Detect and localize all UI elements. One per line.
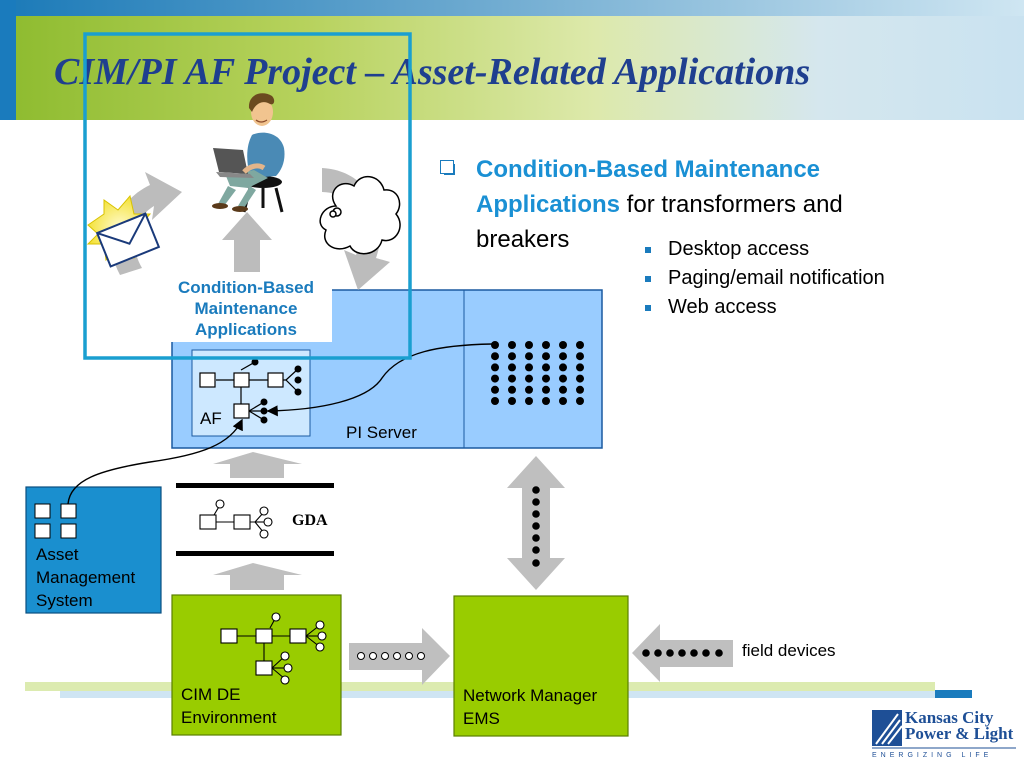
pi-data-point — [559, 341, 567, 349]
asset-mgmt-label-line: Asset — [36, 545, 79, 564]
network-manager-box — [453, 595, 629, 737]
kcpl-logo-mark — [872, 710, 1016, 749]
logo-tagline: ENERGIZING LIFE — [872, 752, 993, 759]
footer-stripe-accent — [935, 690, 972, 698]
pi-data-point — [559, 352, 567, 361]
pi-data-point — [491, 341, 499, 349]
thought-cloud-icon — [319, 176, 401, 255]
cbm-label: Condition-Based Maintenance Applications — [160, 276, 332, 342]
pi-data-point — [508, 341, 516, 349]
bullet-heading: Condition-Based Maintenance Applications… — [476, 152, 946, 257]
pi-data-point — [559, 363, 567, 372]
pi-data-point — [542, 397, 550, 405]
header-band — [0, 0, 1024, 120]
pi-data-points — [491, 341, 584, 405]
double-arrow-pi-nm — [507, 456, 565, 590]
gda-bus-bottom — [176, 551, 334, 556]
asset-to-af-connector — [67, 418, 243, 505]
network-manager-label-line: Network Manager — [463, 686, 598, 705]
person-laptop-icon — [212, 93, 285, 213]
sub-bullet-icon — [645, 247, 651, 253]
af-tree-icon — [199, 361, 299, 421]
header-topline — [0, 0, 1024, 16]
pi-data-point — [508, 385, 516, 394]
gda-label: GDA — [292, 512, 328, 529]
gda-tree-icon — [199, 499, 273, 539]
pi-data-point — [576, 385, 584, 394]
sub-bullet-icon — [645, 276, 651, 282]
bullet-highlight-2: Applications — [476, 191, 621, 218]
left-arrow-field-to-nm — [632, 624, 733, 682]
network-manager-label-line: EMS — [463, 709, 500, 728]
up-arrow-gda-to-pi — [213, 452, 302, 478]
af-dots — [251, 358, 302, 424]
up-arrow-cim-to-gda — [213, 563, 302, 590]
cim-de-label-line: CIM DE — [181, 685, 241, 704]
gda-bus-top — [176, 483, 334, 488]
highlight-frame — [83, 32, 412, 360]
cbm-label-line: Maintenance — [194, 299, 298, 318]
pi-to-af-connector — [266, 343, 493, 417]
bullet-rest-3: breakers — [476, 226, 570, 253]
pi-data-point — [542, 363, 550, 372]
logo-line2: Power & Light — [905, 724, 1014, 743]
pi-data-point — [542, 374, 550, 383]
cim-de-label-line: Environment — [181, 708, 277, 727]
cbm-label-line: Condition-Based — [178, 278, 314, 297]
pi-data-point — [525, 352, 533, 361]
kcpl-logo-text: Kansas City Power & Light — [905, 708, 1014, 743]
pi-data-point — [559, 397, 567, 405]
pi-data-point — [491, 352, 499, 361]
pi-data-point — [576, 352, 584, 361]
sub-item-desktop: Desktop access — [668, 238, 810, 260]
pi-data-point — [525, 397, 533, 405]
pi-data-point — [508, 397, 516, 405]
pi-data-point — [525, 374, 533, 383]
pi-data-point — [559, 374, 567, 383]
pi-data-point — [576, 397, 584, 405]
pi-data-point — [491, 374, 499, 383]
pi-data-point — [508, 352, 516, 361]
pi-data-point — [542, 352, 550, 361]
right-arrow-cim-to-nm — [349, 628, 450, 685]
asset-grid-icon — [34, 503, 77, 539]
sub-item-paging: Paging/email notification — [668, 267, 885, 289]
logo-line1: Kansas City — [905, 708, 994, 727]
pi-data-point — [542, 385, 550, 394]
pi-data-point — [542, 341, 550, 349]
bullet-rest-2: for transformers and — [620, 191, 843, 218]
pi-data-point — [576, 374, 584, 383]
pi-data-point — [525, 363, 533, 372]
cim-tree-icon — [220, 612, 327, 685]
cim-de-label: CIM DE Environment — [181, 683, 276, 729]
pi-data-point — [576, 363, 584, 372]
af-label: AF — [200, 409, 222, 428]
bullet-highlight-1: Condition-Based Maintenance — [476, 156, 821, 183]
pi-data-point — [508, 363, 516, 372]
sub-bullet-icon — [645, 305, 651, 311]
cbm-label-line: Applications — [194, 320, 297, 339]
pi-data-point — [525, 341, 533, 349]
pi-data-point — [576, 341, 584, 349]
cycle-arrow-right — [322, 168, 390, 290]
pi-data-point — [525, 385, 533, 394]
asset-mgmt-label-line: Management — [36, 568, 136, 587]
asset-mgmt-label: Asset Management System — [36, 543, 135, 612]
cycle-arrow-up — [222, 212, 272, 272]
slide-title: CIM/PI AF Project – Asset-Related Applic… — [54, 51, 811, 93]
sub-item-web: Web access — [668, 296, 777, 318]
checkbox-bullet-icon — [440, 160, 455, 175]
pi-data-point — [491, 397, 499, 405]
field-devices-label: field devices — [742, 641, 836, 660]
pi-data-point — [491, 363, 499, 372]
pi-data-point — [559, 385, 567, 394]
header-leftbar — [0, 0, 16, 120]
network-manager-label: Network Manager EMS — [463, 684, 597, 730]
email-alert-icon — [86, 194, 161, 268]
pi-data-point — [491, 385, 499, 394]
pi-data-point — [508, 374, 516, 383]
asset-mgmt-label-line: System — [36, 591, 93, 610]
pi-server-label: PI Server — [346, 423, 417, 442]
